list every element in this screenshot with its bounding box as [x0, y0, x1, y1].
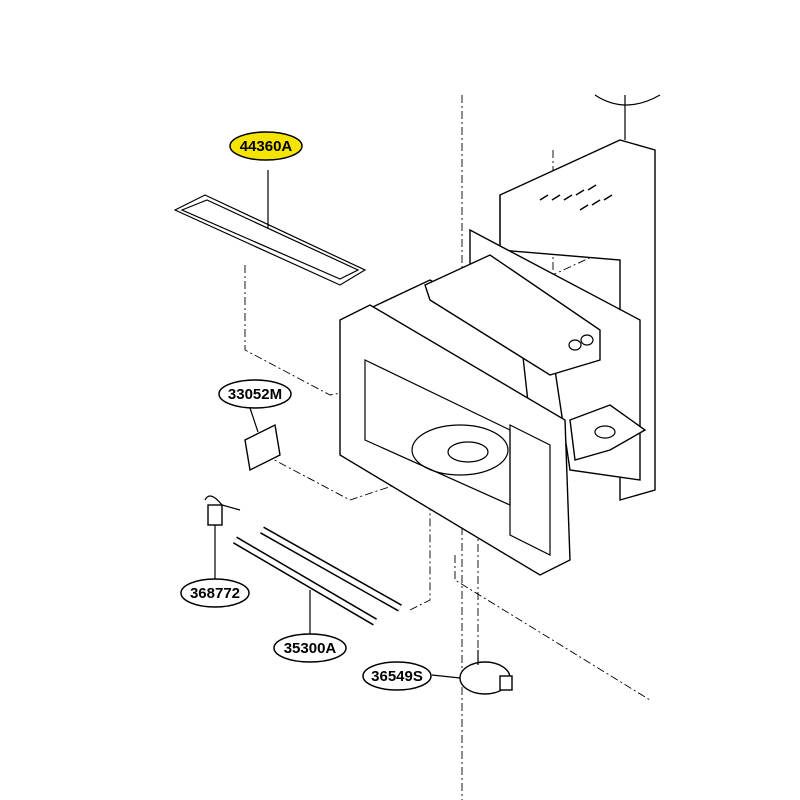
part-label-36549S: 36549S	[362, 661, 432, 691]
turntable-motor-part	[431, 650, 513, 695]
svg-text:33052M: 33052M	[228, 386, 282, 403]
svg-text:36549S: 36549S	[371, 668, 423, 685]
oven-cavity	[339, 228, 647, 576]
part-label-368772: 368772	[180, 578, 250, 608]
thermal-fuse-part	[204, 495, 241, 580]
heater-grill-part	[173, 170, 367, 286]
part-label-44360A: 44360A	[229, 131, 303, 161]
svg-text:368772: 368772	[190, 585, 240, 602]
svg-text:35300A: 35300A	[284, 640, 337, 657]
heater-tube-part	[232, 526, 402, 640]
part-label-35300A: 35300A	[273, 633, 347, 663]
outer-cabinet	[499, 94, 661, 501]
cover-plate-part	[244, 407, 281, 472]
svg-text:44360A: 44360A	[240, 138, 293, 155]
part-label-33052M: 33052M	[218, 379, 292, 409]
